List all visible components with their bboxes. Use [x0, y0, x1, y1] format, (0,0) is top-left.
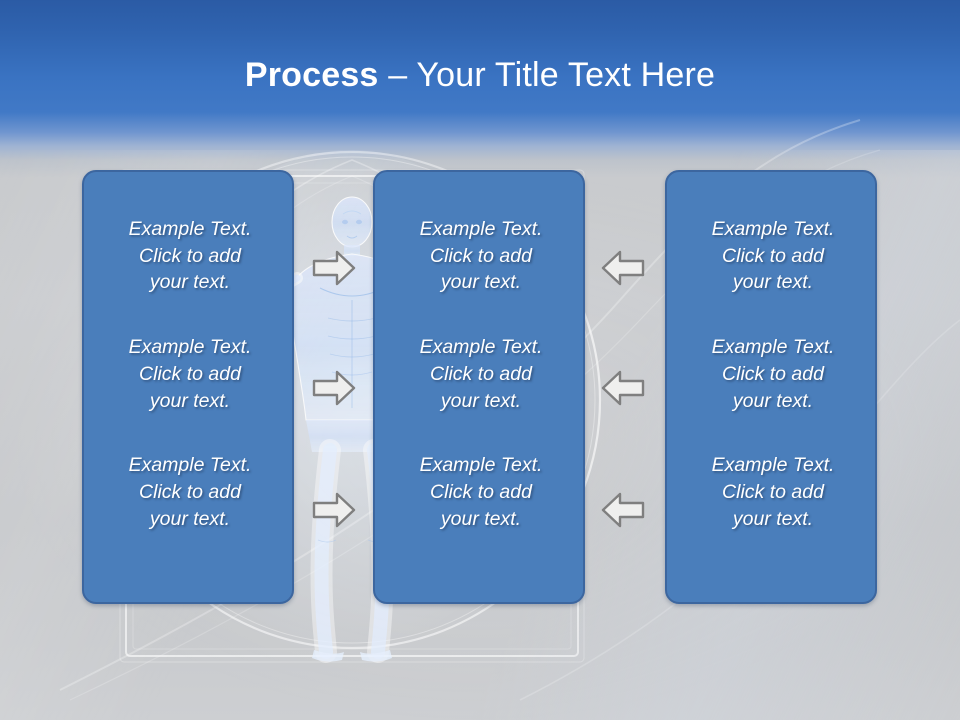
- arrow-right-icon[interactable]: [311, 490, 357, 530]
- page-title-strong: Process: [244, 56, 379, 94]
- title-bar: Process – Your Title Text Here: [0, 0, 960, 128]
- page-title-dash: –: [378, 56, 417, 94]
- arrow-left-icon[interactable]: [600, 248, 646, 288]
- arrow-left-icon[interactable]: [600, 490, 646, 530]
- process-text-center-2[interactable]: Example Text. Click to add your text.: [419, 336, 543, 412]
- process-text-center-1[interactable]: Example Text. Click to add your text.: [419, 218, 543, 294]
- process-text-left-3[interactable]: Example Text. Click to add your text.: [128, 454, 252, 530]
- page-title-light: Your Title Text Here: [416, 56, 716, 94]
- process-text-left-1[interactable]: Example Text. Click to add your text.: [128, 218, 252, 294]
- process-text-right-1[interactable]: Example Text. Click to add your text.: [711, 218, 835, 294]
- page-title: Process – Your Title Text Here: [245, 58, 715, 92]
- process-box-left[interactable]: Example Text. Click to add your text. Ex…: [82, 170, 294, 604]
- process-box-right[interactable]: Example Text. Click to add your text. Ex…: [665, 170, 877, 604]
- arrow-left-icon[interactable]: [600, 368, 646, 408]
- process-text-left-2[interactable]: Example Text. Click to add your text.: [128, 336, 252, 412]
- process-box-center[interactable]: Example Text. Click to add your text. Ex…: [373, 170, 585, 604]
- process-text-right-2[interactable]: Example Text. Click to add your text.: [711, 336, 835, 412]
- arrow-right-icon[interactable]: [311, 368, 357, 408]
- arrow-right-icon[interactable]: [311, 248, 357, 288]
- process-text-right-3[interactable]: Example Text. Click to add your text.: [711, 454, 835, 530]
- process-text-center-3[interactable]: Example Text. Click to add your text.: [419, 454, 543, 530]
